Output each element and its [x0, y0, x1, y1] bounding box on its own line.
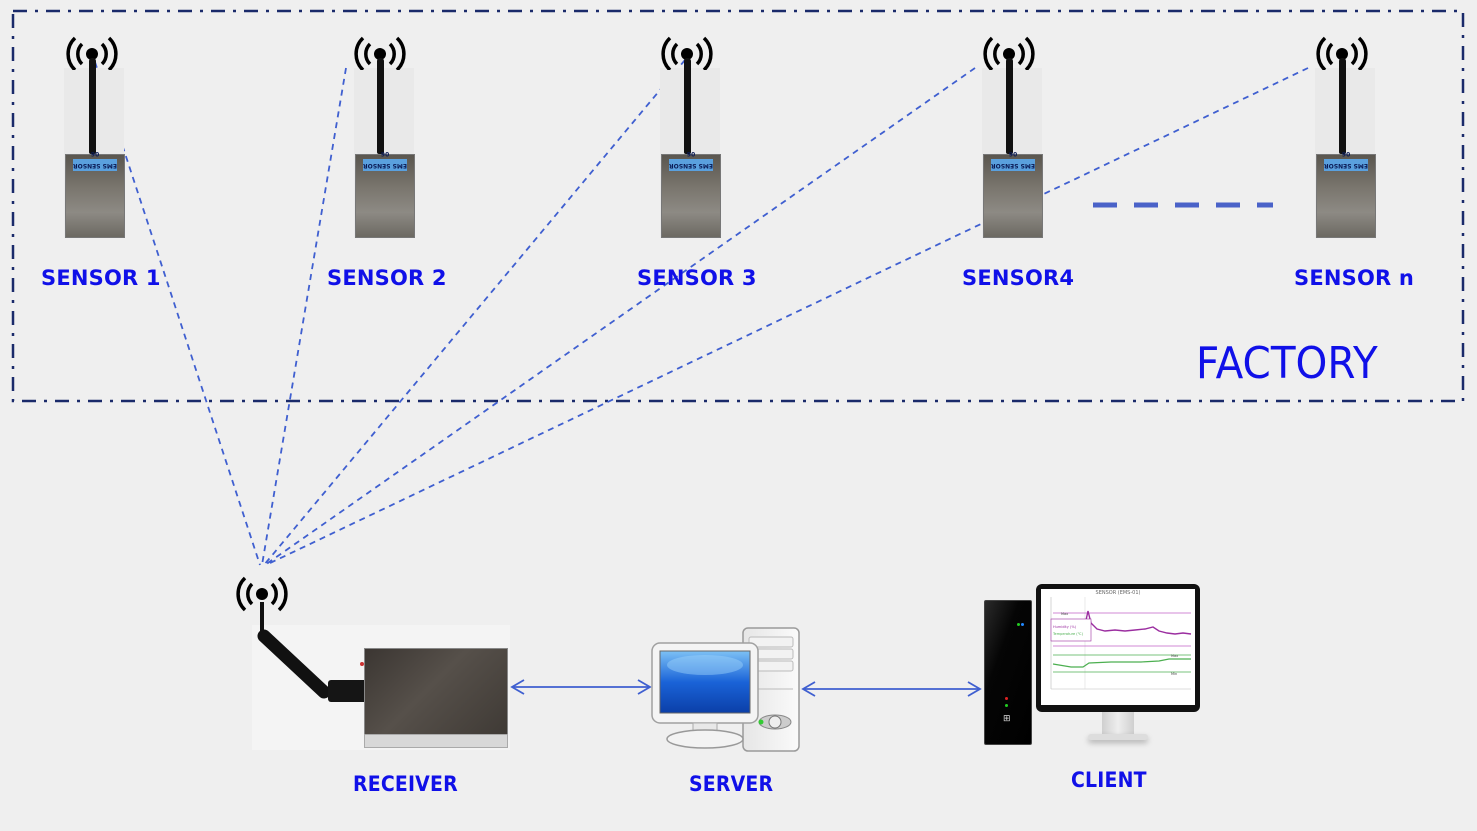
sensor-4-label: SENSOR4 [962, 266, 1075, 290]
client-device: ⊞ SENSOR (EMS-01) Max Max Min Humidity (… [984, 584, 1204, 749]
wireless-signal-icon [661, 36, 713, 70]
link-sensor-3 [263, 59, 686, 566]
sensor-2-label: SENSOR 2 [327, 266, 447, 290]
client-monitor: SENSOR (EMS-01) Max Max Min Humidity (%)… [1036, 584, 1200, 712]
wireless-signal-icon [354, 36, 406, 70]
factory-boundary [11, 9, 1465, 403]
link-sensor-4 [264, 67, 976, 566]
sensor-2: EMS SENSOR 06 [354, 20, 418, 255]
arrow-receiver-server [510, 679, 652, 695]
server-label: SERVER [689, 772, 774, 796]
sensor-3-label: SENSOR 3 [637, 266, 757, 290]
sensor-n-label: SENSOR n [1294, 266, 1415, 290]
client-screen-chart: Max Max Min [1050, 597, 1192, 690]
wireless-signal-icon [983, 36, 1035, 70]
wireless-signal-icon [66, 36, 118, 70]
factory-title: FACTORY [1196, 338, 1378, 389]
sensor-n: EMS SENSOR 06 [1315, 20, 1379, 255]
client-label: CLIENT [1071, 768, 1147, 792]
receiver-antenna [257, 602, 368, 702]
wireless-signal-icon [1316, 36, 1368, 70]
svg-text:Min: Min [1171, 672, 1177, 676]
link-sensor-2 [261, 67, 347, 566]
sensor-1: EMS SENSOR 06 [64, 20, 128, 255]
sensor-1-label: SENSOR 1 [41, 266, 161, 290]
wireless-signal-icon [236, 576, 288, 612]
sensor-4: EMS SENSOR 06 [982, 20, 1046, 255]
windows-logo-icon: ⊞ [1003, 714, 1011, 724]
svg-text:Max: Max [1061, 612, 1068, 616]
pc-tower: ⊞ [984, 600, 1032, 745]
svg-text:Max: Max [1171, 654, 1178, 658]
arrow-server-client [801, 681, 982, 697]
desktop-computer-icon [651, 627, 800, 752]
sensor-3: EMS SENSOR 06 [660, 20, 724, 255]
receiver-device [236, 570, 516, 755]
server-device [650, 625, 800, 755]
receiver-label: RECEIVER [353, 772, 458, 796]
link-sensor-n [265, 67, 1309, 566]
